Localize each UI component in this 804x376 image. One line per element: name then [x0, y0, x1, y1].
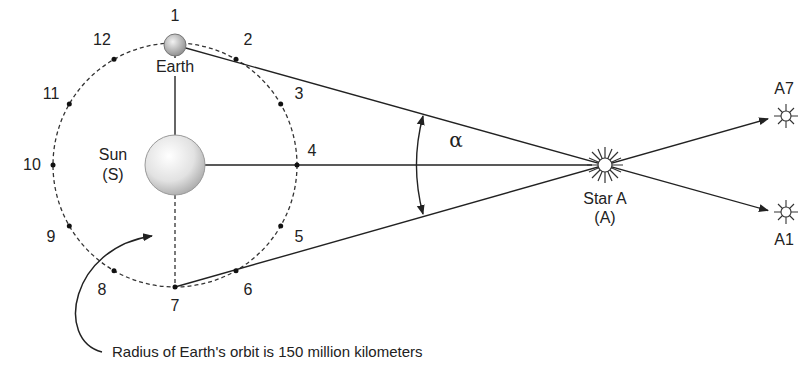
position-number: 10	[21, 156, 43, 174]
star-a7	[774, 104, 798, 128]
position-number: 4	[306, 142, 319, 160]
position-number: 6	[242, 281, 255, 299]
position-number: 12	[91, 31, 113, 49]
earth	[164, 34, 186, 56]
star-label: Star A	[581, 190, 629, 208]
sun-label: (S)	[100, 166, 125, 184]
sun-star-line	[205, 164, 592, 165]
caption-note: Radius of Earth's orbit is 150 million k…	[110, 343, 425, 361]
sight-line	[175, 119, 768, 287]
star-position-label: A1	[772, 231, 796, 249]
callout-arrow	[76, 236, 152, 352]
earth-label: Earth	[154, 58, 196, 76]
star-a	[587, 147, 623, 183]
position-number: 11	[41, 85, 62, 103]
position-number: 9	[45, 228, 58, 246]
position-number: 8	[96, 281, 109, 299]
star-label: (A)	[592, 209, 617, 227]
position-number: 1	[169, 7, 182, 25]
sun-label: Sun	[97, 146, 129, 164]
position-number: 7	[169, 297, 182, 315]
sun	[145, 135, 205, 195]
position-number: 5	[293, 228, 306, 246]
orbit-dots	[51, 57, 300, 290]
sight-line	[175, 45, 768, 211]
star-position-label: A7	[772, 80, 796, 98]
position-number: 2	[242, 31, 255, 49]
angle-arc	[417, 116, 423, 214]
position-number: 3	[293, 85, 306, 103]
star-a1	[774, 200, 798, 224]
radius-dashed-line	[174, 195, 175, 287]
angle-symbol: α	[447, 129, 465, 151]
